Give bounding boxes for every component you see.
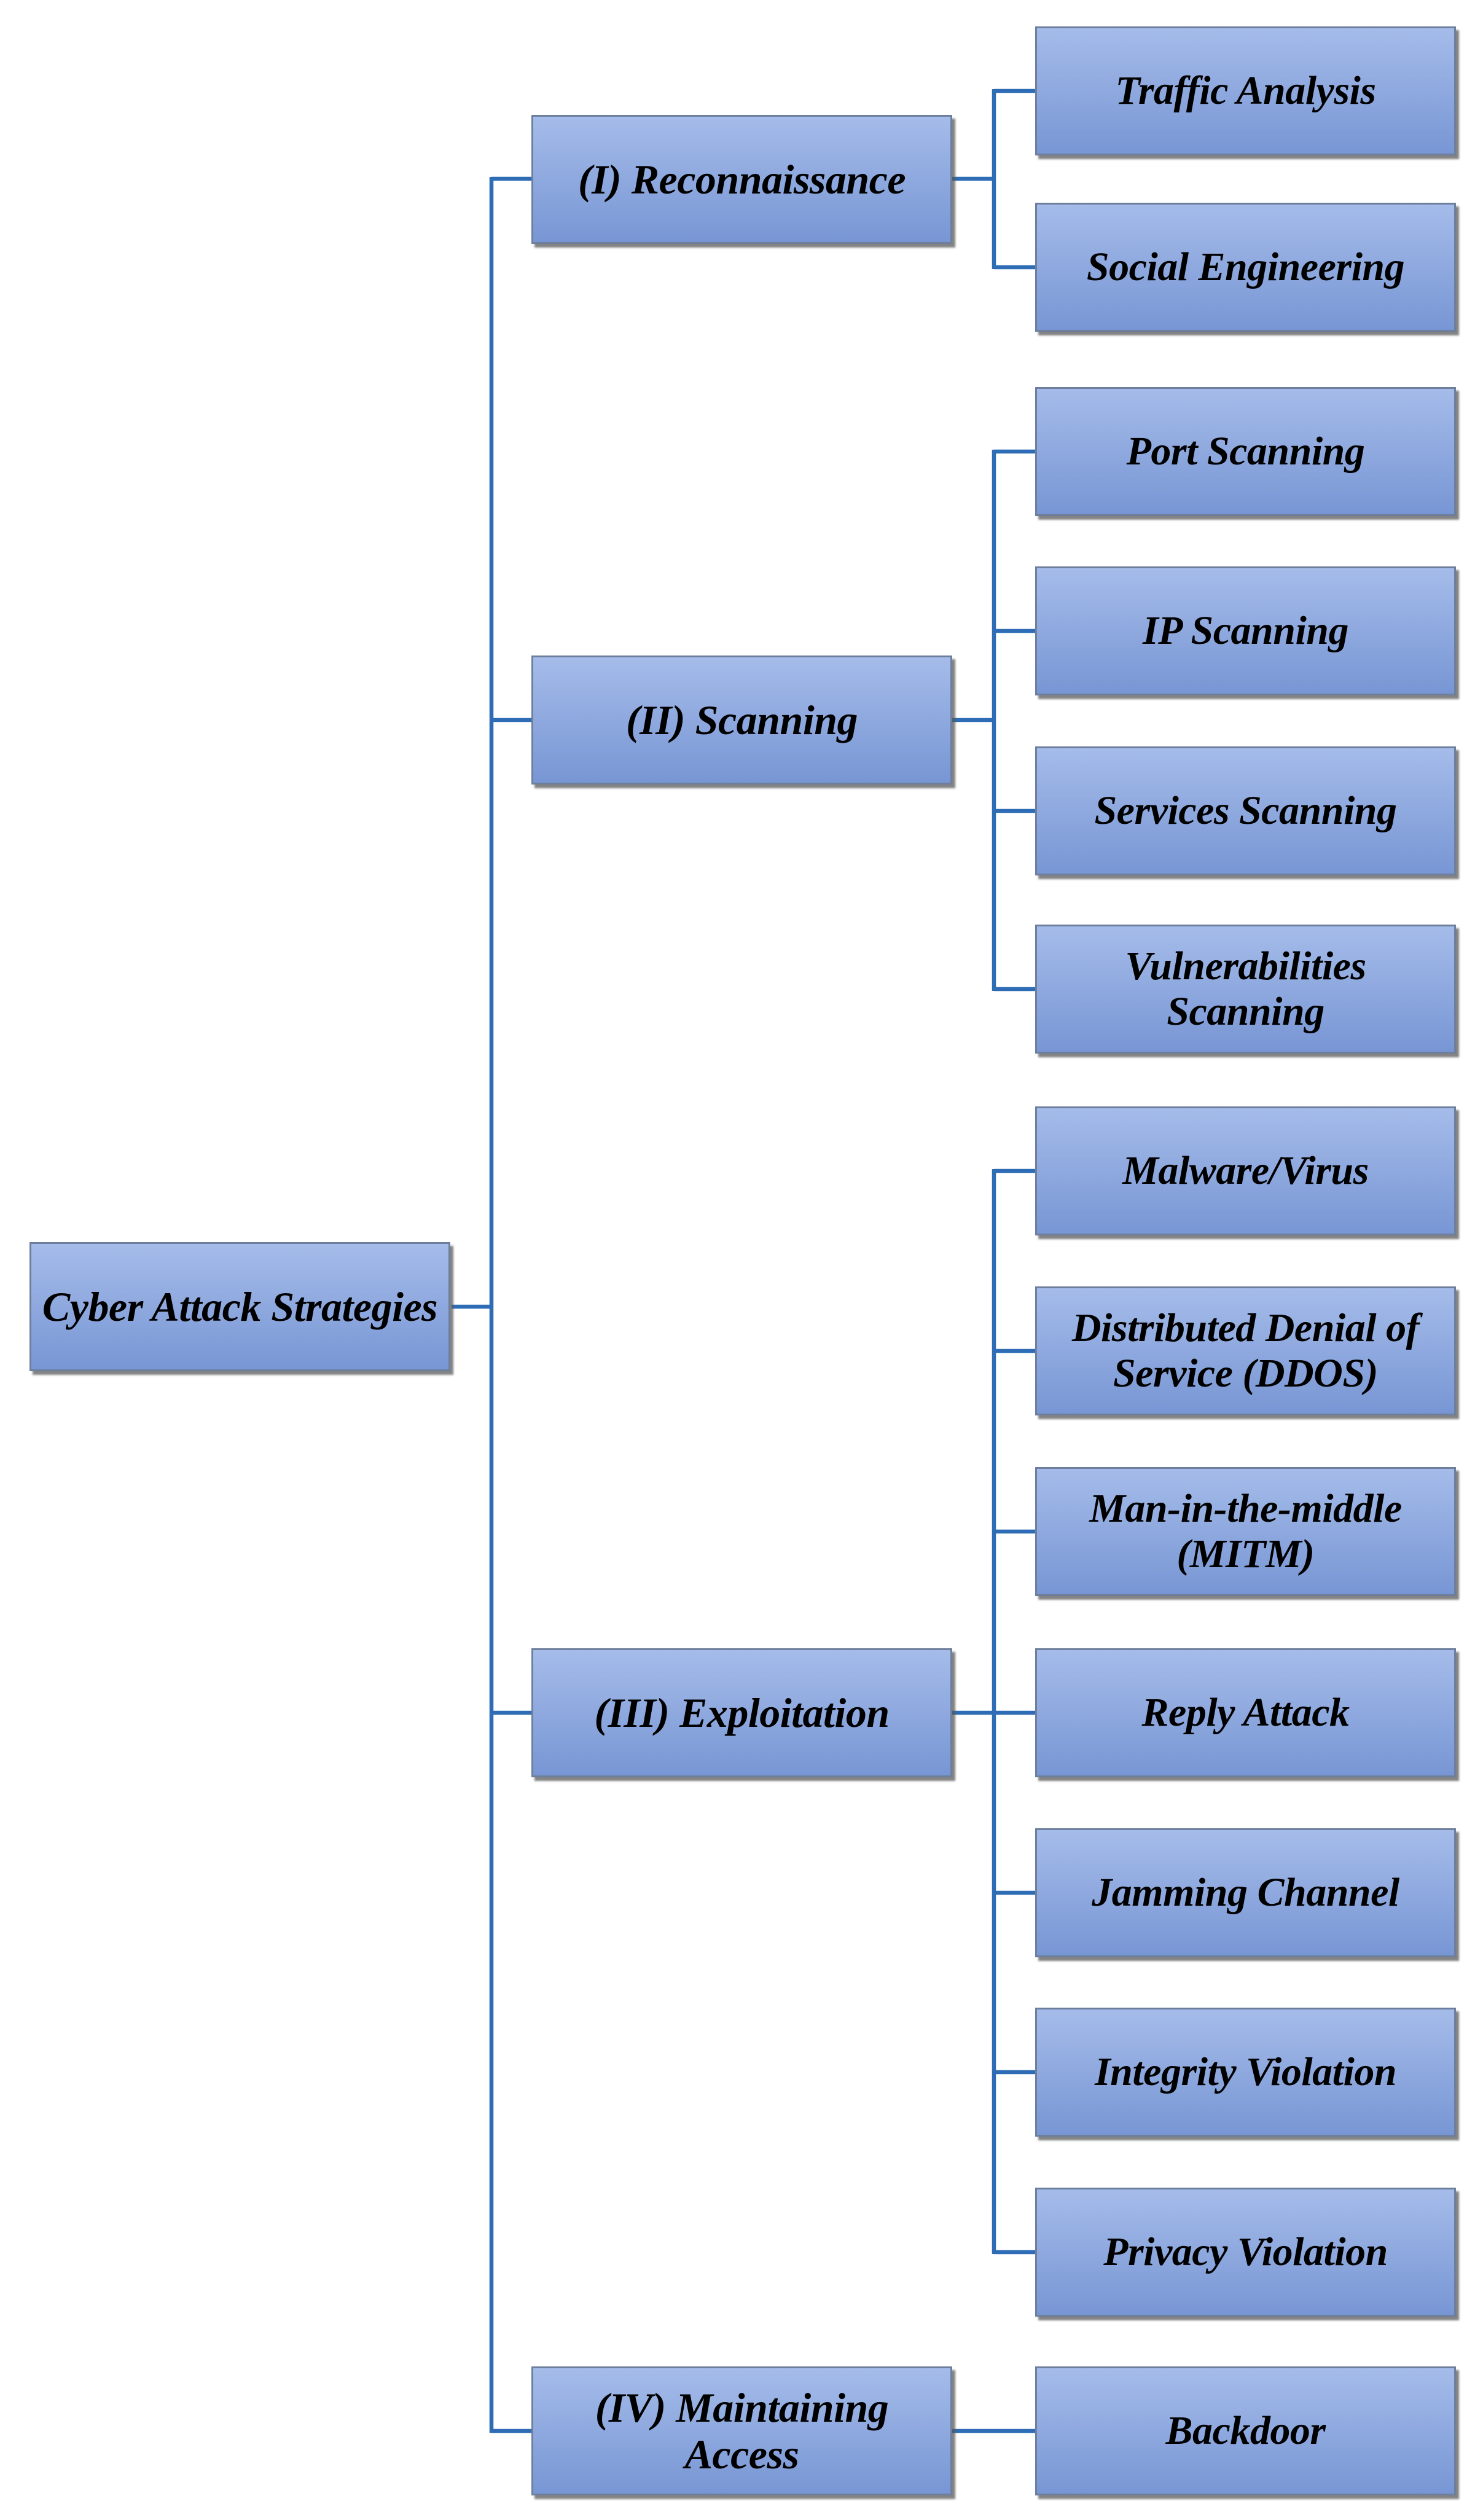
leaf-node-label: Port Scanning — [1126, 429, 1365, 474]
leaf-node-label: Reply Attack — [1141, 1690, 1350, 1735]
leaf-node-backdoor: Backdoor — [1035, 2366, 1456, 2495]
leaf-node-integrity-violation: Integrity Violation — [1035, 2008, 1456, 2137]
phase-node-label: (II) Scanning — [625, 696, 858, 743]
leaf-node-label: Backdoor — [1165, 2408, 1326, 2454]
phase-node-reconnaissance: (I) Reconnaissance — [531, 115, 952, 244]
leaf-node-label: Traffic Analysis — [1115, 68, 1376, 114]
leaf-node-jamming-channel: Jamming Channel — [1035, 1828, 1456, 1957]
leaf-node-port-scanning: Port Scanning — [1035, 387, 1456, 516]
leaf-node-reply-attack: Reply Attack — [1035, 1648, 1456, 1777]
leaf-node-social-engineering: Social Engineering — [1035, 203, 1456, 332]
phase-node-maintaining-access: (IV) Maintaining Access — [531, 2366, 952, 2495]
root-node-label: Cyber Attack Strategies — [42, 1283, 438, 1330]
leaf-node-label: Jamming Channel — [1092, 1870, 1399, 1915]
leaf-node-label: Services Scanning — [1094, 788, 1397, 834]
leaf-node-label: Man-in-the-middle (MITM) — [1089, 1486, 1402, 1576]
phase-node-label: (I) Reconnaissance — [577, 155, 906, 203]
leaf-node-label: Distributed Denial of Service (DDOS) — [1071, 1305, 1420, 1396]
leaf-node-traffic-analysis: Traffic Analysis — [1035, 26, 1456, 155]
leaf-node-malware-virus: Malware/Virus — [1035, 1106, 1456, 1235]
leaf-node-label: Integrity Violation — [1094, 2049, 1397, 2095]
leaf-node-label: Privacy Violation — [1103, 2229, 1388, 2275]
leaf-node-ip-scanning: IP Scanning — [1035, 566, 1456, 695]
leaf-node-ddos: Distributed Denial of Service (DDOS) — [1035, 1286, 1456, 1415]
phase-node-label: (IV) Maintaining Access — [595, 2384, 889, 2478]
root-node: Cyber Attack Strategies — [29, 1242, 450, 1371]
leaf-node-services-scanning: Services Scanning — [1035, 746, 1456, 875]
leaf-node-label: IP Scanning — [1142, 608, 1349, 654]
leaf-node-label: Social Engineering — [1086, 245, 1405, 290]
leaf-node-label: Vulnerabilities Scanning — [1125, 944, 1366, 1034]
phase-node-label: (III) Exploitation — [594, 1689, 890, 1736]
leaf-node-vulnerabilities-scanning: Vulnerabilities Scanning — [1035, 925, 1456, 1054]
leaf-node-privacy-violation: Privacy Violation — [1035, 2188, 1456, 2317]
leaf-node-mitm: Man-in-the-middle (MITM) — [1035, 1467, 1456, 1596]
phase-node-scanning: (II) Scanning — [531, 655, 952, 785]
leaf-node-label: Malware/Virus — [1122, 1148, 1369, 1194]
phase-node-exploitation: (III) Exploitation — [531, 1648, 952, 1777]
